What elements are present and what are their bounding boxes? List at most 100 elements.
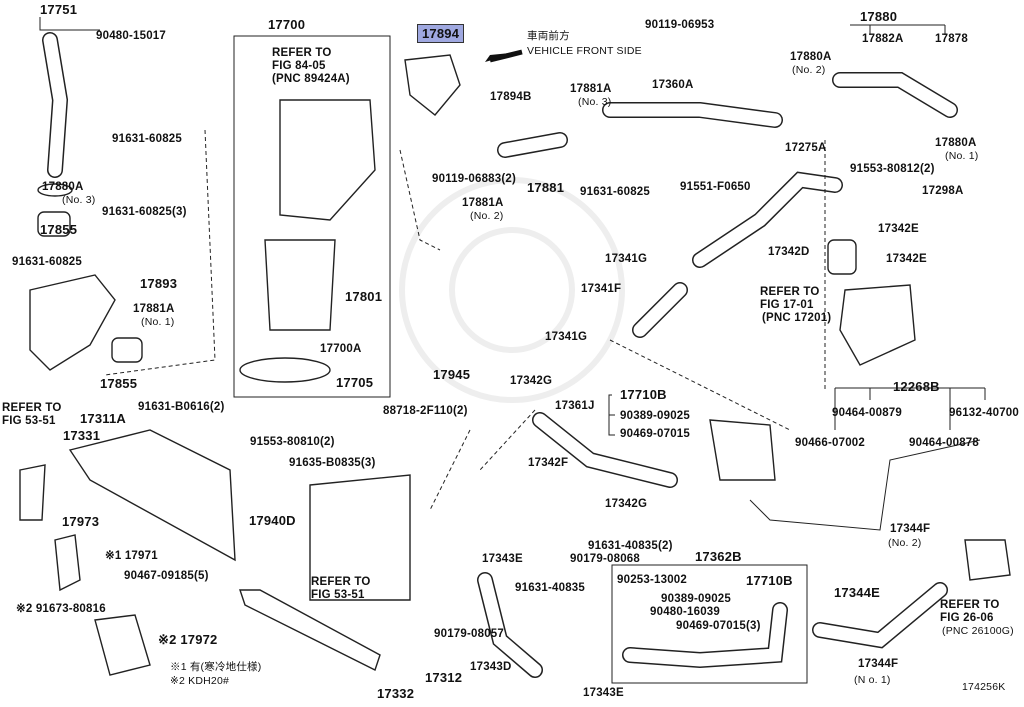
part-label: 12268B <box>893 379 940 394</box>
hose-17344E <box>812 582 948 649</box>
part-label: 17344F <box>890 523 931 535</box>
part-label: 17855 <box>40 222 78 237</box>
air-intake-duct <box>42 32 69 178</box>
pipe-17275A <box>692 171 843 268</box>
part-label: (PNC 17201) <box>762 312 832 324</box>
part-label: FIG 17-01 <box>760 299 814 311</box>
pipe-17361J <box>709 419 776 481</box>
hose-17880 <box>832 72 958 118</box>
part-label: 17342G <box>510 375 553 387</box>
part-label: (N o. 1) <box>854 674 891 686</box>
part-label: REFER TO <box>2 402 62 414</box>
front-arrow-shaft <box>489 49 523 63</box>
pipe-assembly-box <box>611 564 808 684</box>
part-label: ※2 17972 <box>158 632 218 647</box>
part-label: 17700 <box>268 17 306 32</box>
part-label: 17880A <box>935 137 977 149</box>
part-label: 90469-07015 <box>620 428 690 440</box>
part-label: 91551-F0650 <box>680 181 751 193</box>
part-label: 17893 <box>140 276 178 291</box>
part-label: 90389-09025 <box>620 410 690 422</box>
part-label: 91631-60825 <box>112 133 182 145</box>
part-label: 17880A <box>790 51 832 63</box>
part-label: 90253-13002 <box>617 574 687 586</box>
air-cleaner-cap-17705 <box>239 357 331 383</box>
part-label: 91631-60825 <box>580 186 650 198</box>
bracket-17971 <box>54 534 81 592</box>
turbocharger <box>839 284 916 366</box>
hose-12268B <box>749 439 981 531</box>
part-label: VEHICLE FRONT SIDE <box>527 45 642 57</box>
air-filter-element-17801 <box>264 239 336 331</box>
part-label: 17710B <box>746 573 793 588</box>
part-label: 車両前方 <box>527 30 570 42</box>
part-label: (PNC 26100G) <box>942 625 1014 637</box>
part-label: 174256K <box>962 681 1006 693</box>
part-label: 90466-07002 <box>795 437 865 449</box>
part-label: 90179-08068 <box>570 553 640 565</box>
part-label: 17332 <box>377 686 415 701</box>
part-label: REFER TO <box>760 286 820 298</box>
part-label: 90119-06883(2) <box>432 173 517 185</box>
hose-17360A <box>602 102 783 128</box>
intercooler-17940D <box>309 474 411 601</box>
part-label: 90480-16039 <box>650 606 720 618</box>
part-label: 17881A <box>570 83 612 95</box>
watermark <box>399 177 625 403</box>
dashed-leaders <box>104 129 441 376</box>
part-label: 17360A <box>652 79 694 91</box>
part-label: 91631-40835 <box>515 582 585 594</box>
cover-17331 <box>68 429 236 562</box>
part-label: ※1 有(寒冷地仕様) <box>170 661 262 673</box>
part-label: 90119-06953 <box>645 19 715 31</box>
part-label: 17342F <box>528 457 569 469</box>
part-label: (No. 3) <box>62 194 96 206</box>
part-label: 17705 <box>336 375 374 390</box>
part-label: (No. 2) <box>888 537 922 549</box>
inlet-17893 <box>29 274 116 371</box>
part-label: ※2 91673-80816 <box>16 603 106 615</box>
part-label: 17311A <box>80 411 127 426</box>
dashed-leaders-2 <box>429 140 826 511</box>
clamp <box>37 183 73 197</box>
hose-17342F <box>532 412 678 488</box>
part-label: REFER TO <box>940 599 1000 611</box>
part-label: 17801 <box>345 289 383 304</box>
shield-17972 <box>94 614 151 676</box>
part-label: 91635-B0835(3) <box>289 457 376 469</box>
part-label: 17362B <box>695 549 742 564</box>
highlighted-part-label[interactable]: 17894 <box>417 24 465 43</box>
part-label: 17331 <box>63 428 101 443</box>
part-label: 17881A <box>462 197 504 209</box>
part-label: 17312 <box>425 670 463 685</box>
part-label: 17945 <box>433 367 471 382</box>
part-label: 17894B <box>490 91 532 103</box>
part-label: 17342E <box>886 253 927 265</box>
part-label: 91553-80810(2) <box>250 436 335 448</box>
part-label: 17855 <box>100 376 138 391</box>
part-label: 90464-00879 <box>832 407 902 419</box>
air-cleaner-assembly-box <box>233 35 391 398</box>
part-label: 17343D <box>470 661 512 673</box>
part-label: REFER TO <box>272 47 332 59</box>
hose-17341F <box>632 282 688 338</box>
part-label: FIG 26-06 <box>940 612 994 624</box>
part-label: 17341F <box>581 283 622 295</box>
part-label: 90469-07015(3) <box>676 620 761 632</box>
part-label: 17341G <box>545 331 588 343</box>
bracket-17312 <box>239 589 381 671</box>
part-label: 17344F <box>858 658 899 670</box>
part-label: 90480-15017 <box>96 30 166 42</box>
part-label: 17342D <box>768 246 810 258</box>
part-label: 17342E <box>878 223 919 235</box>
part-label: ※2 KDH20# <box>170 675 230 687</box>
part-label: 17361J <box>555 400 595 412</box>
bracket-17973 <box>19 464 46 521</box>
duct-17894 <box>404 54 461 116</box>
part-label: 90467-09185(5) <box>124 570 209 582</box>
part-label: (No. 2) <box>470 210 504 222</box>
part-label: (No. 2) <box>792 64 826 76</box>
part-label: 91631-40835(2) <box>588 540 673 552</box>
part-label: 17880A <box>42 181 84 193</box>
part-label: 17298A <box>922 185 964 197</box>
